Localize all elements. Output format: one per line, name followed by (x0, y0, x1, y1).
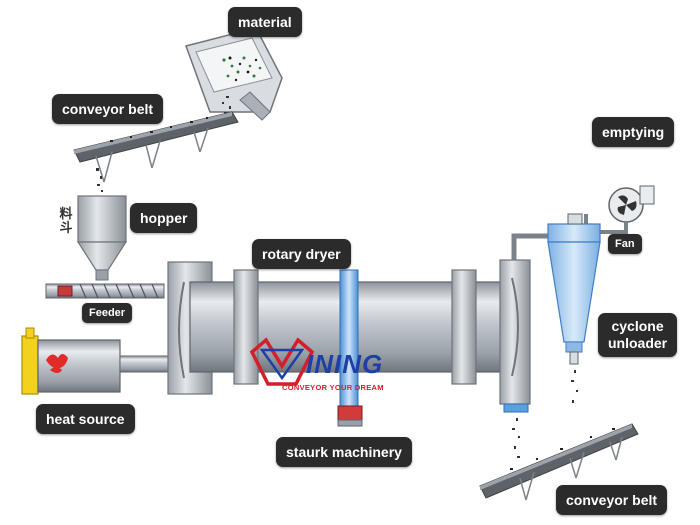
screw-feeder (45, 283, 165, 299)
material-bin (185, 27, 283, 121)
label-cyclone-line2: unloader (608, 335, 668, 351)
label-hopper: hopper (130, 203, 198, 233)
falling-material-cyclone (571, 370, 578, 403)
rotary-dryer-unit (167, 233, 548, 427)
label-material: material (228, 7, 302, 37)
company-logo: INING CONVEYOR YOUR DREAM (249, 337, 384, 392)
label-heat-source: heat source (36, 404, 135, 434)
cyclone-separator (547, 213, 601, 365)
falling-material-discharge (512, 418, 520, 458)
exhaust-fan (584, 185, 655, 234)
label-conveyor-belt-top: conveyor belt (52, 94, 164, 124)
label-emptying: emptying (592, 117, 675, 147)
falling-material-hopper (96, 168, 103, 192)
label-cyclone-line1: cyclone (611, 318, 664, 334)
lower-conveyor (479, 423, 639, 501)
hopper (76, 195, 128, 281)
label-feeder: Feeder (82, 303, 133, 323)
logo-tagline: CONVEYOR YOUR DREAM (282, 383, 384, 392)
label-conveyor-belt-bottom: conveyor belt (556, 485, 668, 515)
upper-conveyor (73, 111, 239, 183)
label-rotary-dryer: rotary dryer (252, 239, 351, 269)
label-staurk-machinery: staurk machinery (276, 437, 412, 467)
logo-wordmark: INING (306, 349, 383, 379)
hopper-glyphs: 料斗 (59, 207, 73, 236)
heat-source-furnace (21, 327, 177, 395)
label-fan: Fan (608, 234, 642, 254)
label-cyclone-unloader: cyclone unloader (598, 313, 678, 357)
